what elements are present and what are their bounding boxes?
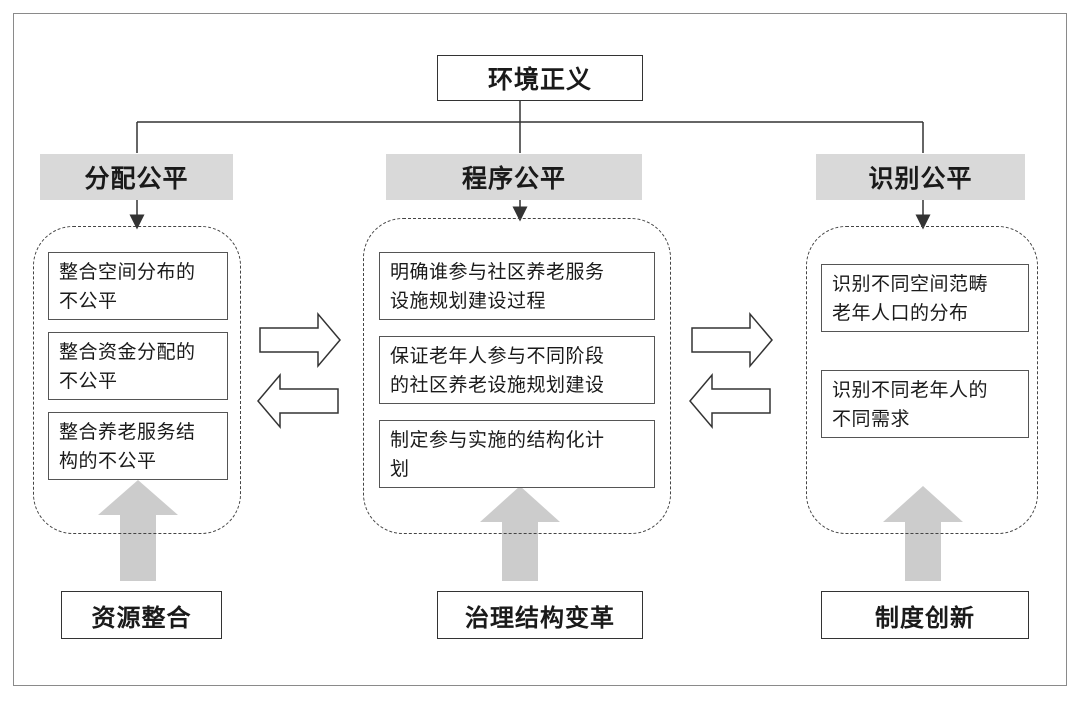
hollow-arrow-left-2 — [689, 372, 771, 430]
category-procedure: 程序公平 — [386, 154, 642, 200]
item-distribution-1: 整合空间分布的 不公平 — [48, 252, 228, 320]
item-text: 整合空间分布的 不公平 — [59, 261, 196, 312]
driver-resource-integration: 资源整合 — [61, 591, 222, 639]
hollow-arrow-left-1 — [257, 372, 339, 430]
item-text: 识别不同老年人的 不同需求 — [832, 379, 989, 430]
item-recognition-1: 识别不同空间范畴 老年人口的分布 — [821, 264, 1029, 332]
diagram-frame — [13, 13, 1067, 686]
item-text: 整合资金分配的 不公平 — [59, 341, 196, 392]
item-recognition-2: 识别不同老年人的 不同需求 — [821, 370, 1029, 438]
item-procedure-1: 明确谁参与社区养老服务 设施规划建设过程 — [379, 252, 655, 320]
hollow-arrow-right-2 — [691, 311, 773, 369]
category-recognition: 识别公平 — [816, 154, 1025, 200]
root-node: 环境正义 — [437, 55, 643, 101]
item-text: 制定参与实施的结构化计 划 — [390, 429, 605, 480]
item-distribution-3: 整合养老服务结 构的不公平 — [48, 412, 228, 480]
item-procedure-2: 保证老年人参与不同阶段 的社区养老设施规划建设 — [379, 336, 655, 404]
group-procedure — [363, 218, 671, 534]
category-distribution: 分配公平 — [40, 154, 233, 200]
item-text: 明确谁参与社区养老服务 设施规划建设过程 — [390, 261, 605, 312]
item-distribution-2: 整合资金分配的 不公平 — [48, 332, 228, 400]
group-distribution — [33, 226, 241, 534]
group-recognition — [806, 226, 1038, 534]
item-text: 整合养老服务结 构的不公平 — [59, 421, 196, 472]
hollow-arrow-right-1 — [259, 311, 341, 369]
up-arrow-left — [98, 480, 178, 581]
item-text: 保证老年人参与不同阶段 的社区养老设施规划建设 — [390, 345, 605, 396]
item-procedure-3: 制定参与实施的结构化计 划 — [379, 420, 655, 488]
item-text: 识别不同空间范畴 老年人口的分布 — [832, 273, 989, 324]
driver-institutional-innovation: 制度创新 — [821, 591, 1029, 639]
driver-governance-reform: 治理结构变革 — [437, 591, 643, 639]
